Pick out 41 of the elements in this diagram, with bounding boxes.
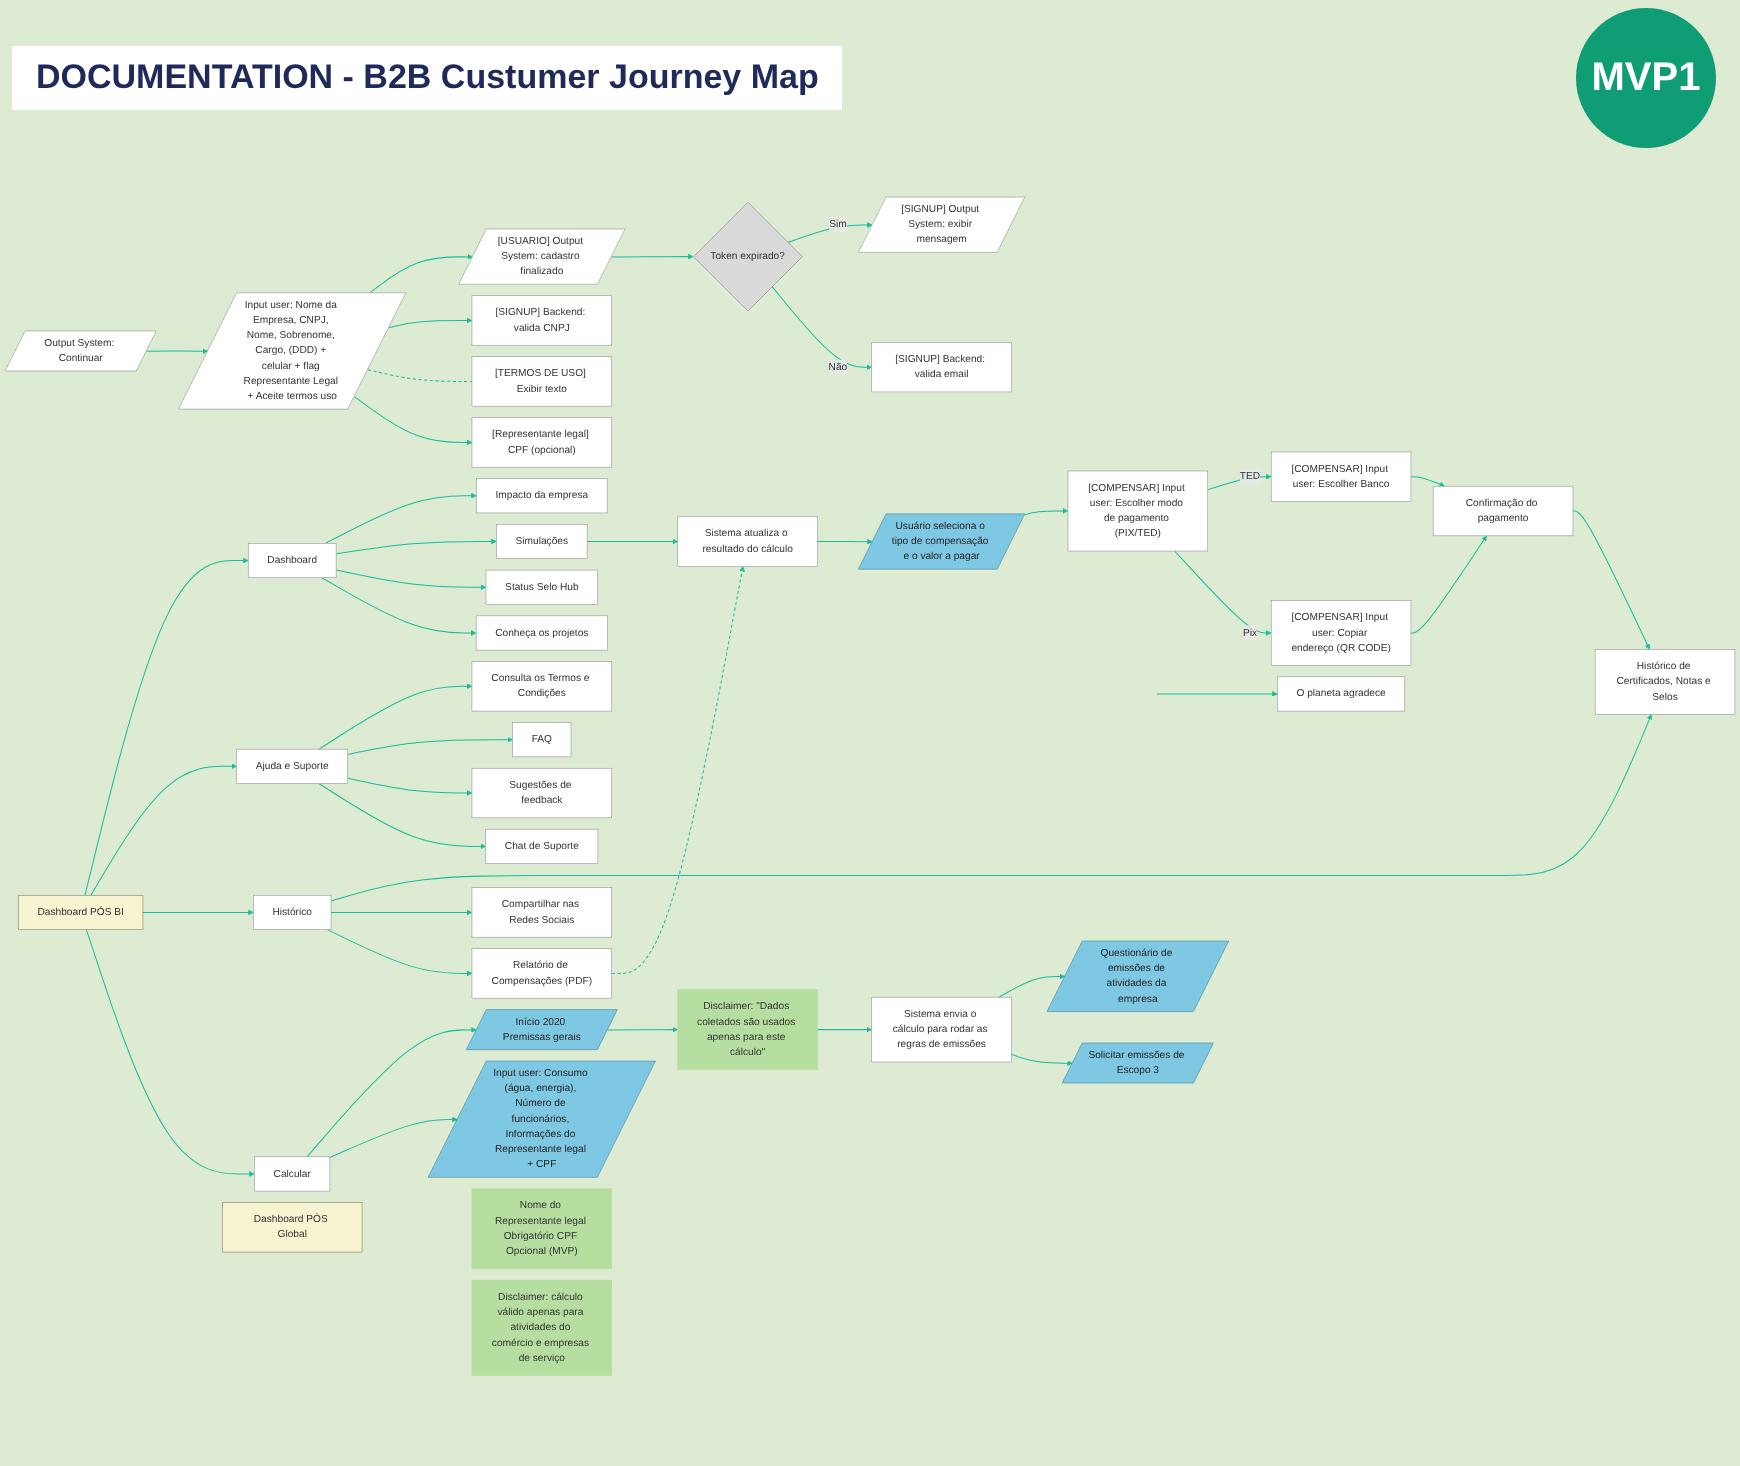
board-title: DOCUMENTATION - B2B Custumer Journey Map — [12, 46, 843, 110]
connector — [367, 368, 473, 382]
arrow — [368, 253, 473, 294]
arrow — [1572, 510, 1651, 650]
arrow — [816, 538, 873, 545]
arrow — [1024, 507, 1069, 516]
arrow — [771, 285, 872, 370]
arrow — [611, 253, 694, 260]
arrow — [326, 928, 473, 976]
arrow — [330, 713, 1653, 902]
arrow — [998, 973, 1066, 998]
arrow — [330, 909, 473, 915]
arrow — [318, 782, 486, 849]
arrow — [306, 1026, 477, 1158]
arrow — [85, 928, 255, 1177]
arrow — [353, 395, 473, 445]
arrow — [347, 777, 473, 796]
arrow — [146, 348, 209, 354]
arrow — [1174, 550, 1272, 636]
arrow — [1010, 1053, 1073, 1066]
arrow — [318, 683, 473, 750]
arrow — [329, 1116, 458, 1158]
arrow — [607, 1026, 678, 1033]
arrow — [1207, 473, 1272, 490]
arrow — [611, 565, 745, 974]
arrow — [787, 221, 873, 243]
arrow — [1156, 690, 1278, 697]
arrow — [142, 909, 254, 915]
milestone-badge: MVP1 — [1576, 8, 1716, 148]
arrow — [388, 317, 473, 328]
arrow — [335, 569, 487, 590]
arrow — [324, 492, 477, 544]
arrow — [90, 763, 237, 896]
arrow — [335, 538, 497, 555]
arrow — [347, 736, 513, 755]
arrow — [321, 576, 477, 636]
arrow — [84, 557, 249, 896]
arrow — [586, 538, 678, 544]
arrow — [816, 1026, 872, 1033]
arrow — [1410, 475, 1445, 487]
arrow — [1410, 535, 1487, 634]
